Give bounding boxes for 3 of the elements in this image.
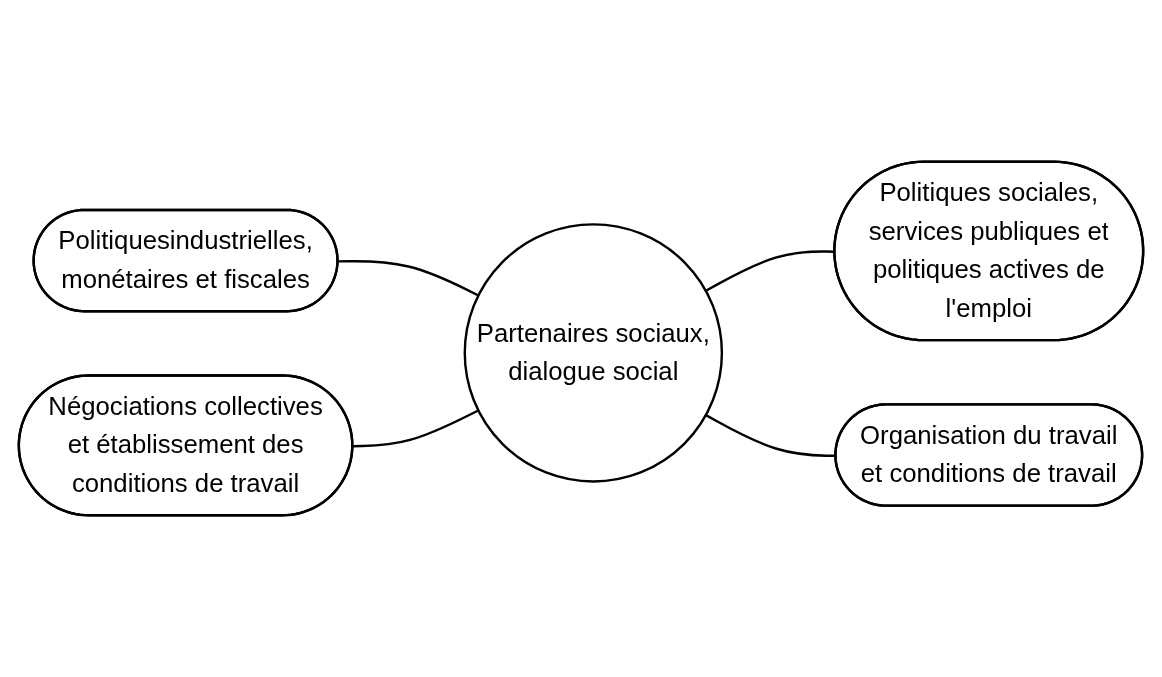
connector	[338, 259, 479, 297]
connector	[353, 409, 479, 448]
node-circle: Partenaires sociaux, dialogue social	[463, 223, 724, 483]
